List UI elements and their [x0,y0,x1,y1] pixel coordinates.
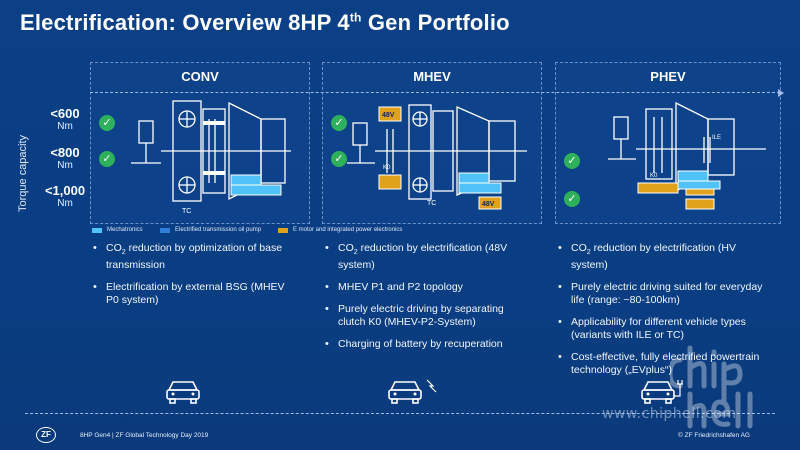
torque-level-1000: <1,000 Nm [40,183,90,209]
torque-level-600: <600 Nm [40,106,90,132]
mechatronics-block [230,174,262,186]
check-icon: ✓ [99,115,115,131]
torque-unit: Nm [57,121,73,132]
conv-bullets: CO2 reduction by optimization of base tr… [90,242,290,316]
check-icon: ✓ [331,115,347,131]
bullet-item: CO2 reduction by electrification (HV sys… [555,242,775,272]
mechatronics-block [230,184,282,196]
car-icon [166,381,200,404]
check-icon: ✓ [331,151,347,167]
mechatronics-block [677,180,721,190]
legend-oil-pump: Electrified transmission oil pump [160,227,261,233]
slide-title: Electrification: Overview 8HP 4th Gen Po… [20,10,510,36]
emotor-block [478,196,502,210]
footer-left-text: 8HP Gen4 | ZF Global Technology Day 2019 [80,432,209,439]
torque-value: <600 [50,106,80,121]
torque-unit: Nm [57,160,73,171]
car-plug-icon [641,380,683,404]
torque-axis: Torque capacity [17,102,35,212]
title-end: Gen Portfolio [361,10,510,35]
mechatronics-block [458,172,490,184]
legend-label: E motor and integrated power electronics [293,227,403,233]
48v-label: 48V [382,112,395,119]
legend-label: Mechatronics [107,227,143,233]
tc-label: TC [427,200,436,207]
check-icon: ✓ [564,191,580,207]
panel-arrow-line [90,89,784,97]
legend-label: Electrified transmission oil pump [175,227,262,233]
footer-divider [25,413,775,414]
legend-swatch [160,227,170,233]
torque-unit: Nm [57,198,73,209]
bullet-item: Cost-effective, fully electrified powert… [555,351,775,377]
panel-conv: CONV TC ✓ ✓ [90,62,310,224]
title-superscript: th [349,10,362,25]
48v-label: 48V [482,201,495,208]
chiphell-watermark-icon [670,345,753,429]
bullet-item: CO2 reduction by optimization of base tr… [90,242,290,272]
k0-label: K0 [383,165,391,171]
mechatronics-block [458,182,502,194]
torque-axis-label: Torque capacity [17,134,29,212]
panel-phev: PHEV ILE K0 ✓ ✓ [555,62,781,224]
emotor-block [378,174,402,190]
k0-label: K0 [650,173,658,179]
bullet-item: Charging of battery by recuperation [322,338,532,351]
emotor-block [378,106,402,122]
bullet-item: MHEV P1 and P2 topology [322,281,532,294]
title-main: Electrification: Overview 8HP 4 [20,10,350,35]
phev-transmission-diagram: ILE K0 [608,101,766,210]
mhev-transmission-diagram: 48V K0 TC 48V [347,104,527,210]
panel-title: MHEV [413,69,451,84]
ile-label: ILE [712,135,721,141]
bullet-item: Purely electric driving suited for every… [555,281,775,307]
tc-label: TC [182,208,191,215]
conv-transmission-diagram: TC [131,100,291,215]
bullet-item: Applicability for different vehicle type… [555,316,775,342]
emotor-block [637,182,679,194]
torque-value: <800 [50,145,80,160]
check-icon: ✓ [99,151,115,167]
panel-title: CONV [181,69,219,84]
legend-mechatronics: Mechatronics [92,227,143,233]
bullet-item: CO2 reduction by electrification (48V sy… [322,242,532,272]
legend-swatch [92,227,102,233]
phev-bullets: CO2 reduction by electrification (HV sys… [555,242,775,386]
mhev-bullets: CO2 reduction by electrification (48V sy… [322,242,532,360]
legend-emotor: E motor and integrated power electronics [278,227,402,233]
zf-logo: ZF [36,427,56,443]
emotor-block [685,198,715,210]
panel-mhev: MHEV 48V K0 TC 48V ✓ [322,62,542,224]
check-icon: ✓ [564,153,580,169]
torque-level-800: <800 Nm [40,145,90,171]
mechatronics-block [677,170,709,182]
legend-swatch [278,227,288,233]
bullet-item: Purely electric driving by separating cl… [322,303,532,329]
panel-title: PHEV [650,69,686,84]
torque-value: <1,000 [44,183,86,198]
bullet-item: Electrification by external BSG (MHEV P0… [90,281,290,307]
footer-copyright: © ZF Friedrichshafen AG [678,432,750,439]
watermark-text: www.chiphell.com [602,406,737,422]
car-charge-icon [388,379,437,404]
